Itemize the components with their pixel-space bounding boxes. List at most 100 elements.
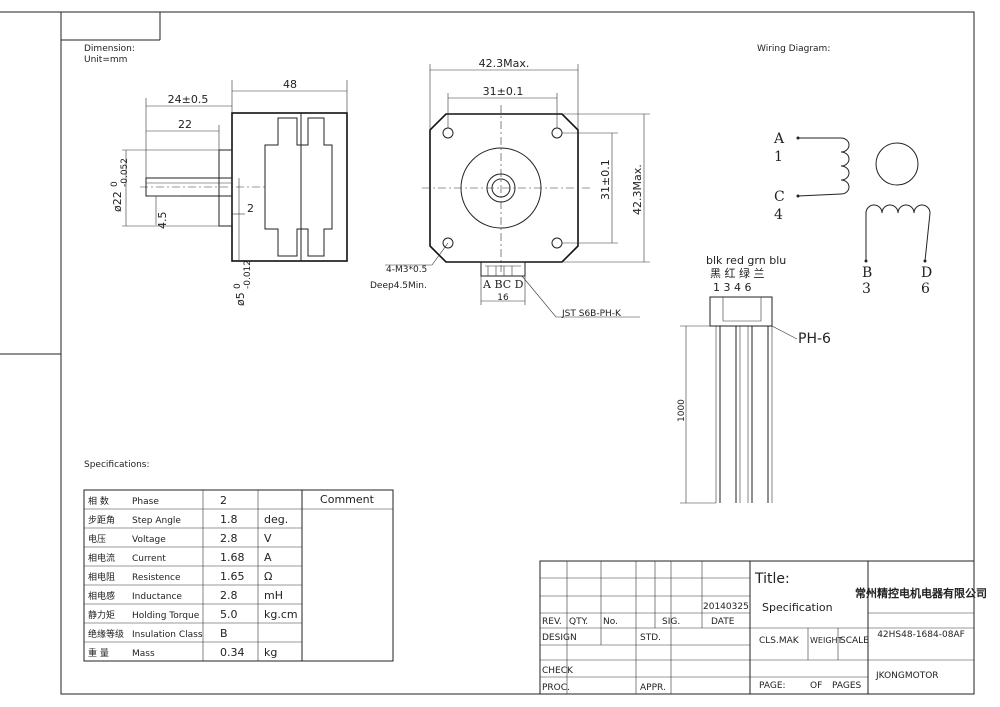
spec-name-cn: 相电感	[88, 590, 115, 602]
mount-hole-bl	[442, 237, 454, 249]
plug-model: PH-6	[798, 331, 831, 347]
connector-pin-labels: A BC D	[482, 278, 524, 291]
dim-boss-tol-bottom: -0.052	[120, 158, 130, 187]
qty-label: QTY.	[569, 617, 588, 627]
hole-note-thread: 4-M3*0.5	[386, 265, 427, 275]
lead-wires	[719, 326, 769, 503]
spec-name-en: Voltage	[132, 535, 166, 545]
dim-connector-width: 16	[497, 293, 509, 303]
dim-hole-spacing-h: 31±0.1	[483, 85, 524, 98]
dim-shaft-diameter: ø5	[234, 292, 247, 306]
phase-a-number: 1	[774, 149, 783, 165]
coil-bd	[865, 204, 931, 262]
part-number: 42HS48-1684-08AF	[877, 630, 965, 640]
dim-shaft-tol-bottom: -0.012	[243, 260, 253, 289]
spec-name-en: Holding Torque	[132, 611, 200, 621]
check-label: CHECK	[542, 666, 574, 676]
spec-value: 1.68	[220, 551, 245, 564]
side-view: 48 24±0.5 22 ø22 0 -0.052 4.5 2 ø5 0 -0.…	[110, 78, 348, 306]
spec-unit: kg.cm	[264, 608, 298, 621]
spec-name-en: Mass	[132, 649, 155, 659]
spec-value: 0.34	[220, 646, 245, 659]
phase-c-letter: C	[774, 189, 785, 205]
connector-housing	[480, 261, 526, 277]
cls-mak-label: CLS.MAK	[759, 636, 800, 646]
hole-note-depth: Deep4.5Min.	[370, 281, 427, 291]
mount-hole-tl	[442, 127, 454, 139]
centerline-front	[422, 105, 590, 272]
dim-boss-diameter: ø22	[111, 191, 124, 212]
dim-shaft-total: 24±0.5	[168, 93, 209, 106]
design-label: DESIGN	[542, 633, 577, 643]
plug-housing	[709, 296, 773, 327]
wire-colors-cn: 黑 红 绿 兰	[710, 266, 765, 280]
spec-value: 1.8	[220, 513, 238, 526]
wire-colors: blk red grn blu	[706, 254, 786, 267]
proc-label: PROC.	[542, 683, 570, 693]
dim-hole-spacing-v: 31±0.1	[599, 159, 612, 200]
sheet-border	[60, 11, 975, 695]
spec-name-cn: 静力矩	[88, 609, 115, 621]
coil-ac	[797, 137, 850, 197]
brand-name: JKONGMOTOR	[875, 671, 939, 681]
phase-b-number: 3	[862, 281, 871, 297]
std-label: STD.	[640, 633, 661, 643]
phase-d-number: 6	[921, 281, 930, 297]
spec-value: 2.8	[220, 532, 238, 545]
spec-name-en: Step Angle	[132, 516, 181, 526]
spec-name-cn: 相电阻	[88, 571, 115, 583]
dim-overall-length: 48	[283, 78, 297, 91]
spec-unit: mH	[264, 589, 283, 602]
dim-boss-tol-top: 0	[110, 181, 120, 187]
pages-label: PAGES	[832, 681, 862, 691]
of-label: OF	[810, 681, 822, 691]
spec-unit: deg.	[264, 513, 288, 526]
spec-name-cn: 步距角	[88, 514, 115, 526]
spec-value: 2.8	[220, 589, 238, 602]
dim-boss-depth: 2	[247, 202, 254, 215]
spec-name-cn: 相电流	[88, 552, 115, 564]
comment-header: Comment	[320, 493, 375, 506]
date-value: 20140325	[703, 602, 749, 612]
weight-label: WEIGHT	[810, 636, 843, 645]
mount-hole-tr	[551, 127, 563, 139]
appr-label: APPR.	[640, 683, 666, 693]
spec-unit: kg	[264, 646, 277, 659]
dim-flange-width: 42.3Max.	[479, 57, 530, 70]
wiring-diagram: A 1 C 4 B 3 D 6 blk red grn blu 黑 红 绿 兰 …	[677, 131, 932, 504]
dim-flange-height: 42.3Max.	[631, 164, 644, 215]
wiring-diagram-label: Wiring Diagram:	[757, 44, 830, 54]
wire-pin-numbers: 1 3 4 6	[713, 281, 751, 294]
spec-name-en: Phase	[132, 497, 159, 507]
spec-value: 1.65	[220, 570, 245, 583]
no-label: No.	[603, 617, 618, 627]
dimension-label: Dimension:	[84, 44, 135, 54]
spec-value: B	[220, 627, 228, 640]
spec-name-en: Inductance	[132, 592, 182, 602]
front-view: 42.3Max. 31±0.1 31±0.1 42.3Max. 4-M3*0.5…	[370, 57, 650, 319]
border-marks	[0, 11, 161, 355]
boss-flange	[218, 149, 233, 227]
dim-flat: 4.5	[156, 212, 169, 230]
dim-shaft-tol-top: 0	[233, 283, 243, 289]
spec-name-en: Resistence	[132, 573, 181, 583]
phase-c-number: 4	[774, 207, 783, 223]
spec-name-cn: 重 量	[88, 647, 109, 659]
company-name: 常州精控电机电器有限公司	[855, 586, 987, 600]
spec-value: 2	[220, 494, 227, 507]
page-label: PAGE:	[759, 681, 786, 691]
spec-value: 5.0	[220, 608, 238, 621]
scale-label: SCALE	[840, 636, 869, 646]
rev-label: REV.	[542, 617, 562, 627]
rotor-section	[264, 117, 333, 257]
connector-model: JST S6B-PH-K	[561, 309, 622, 319]
dim-shaft-length: 22	[178, 118, 192, 131]
spec-name-en: Current	[132, 554, 166, 564]
unit-label: Unit=mm	[84, 55, 127, 65]
motor-body-side	[231, 112, 348, 262]
specifications-label: Specifications:	[84, 460, 150, 470]
title-label: Title:	[754, 571, 790, 587]
phase-b-letter: B	[862, 265, 872, 281]
